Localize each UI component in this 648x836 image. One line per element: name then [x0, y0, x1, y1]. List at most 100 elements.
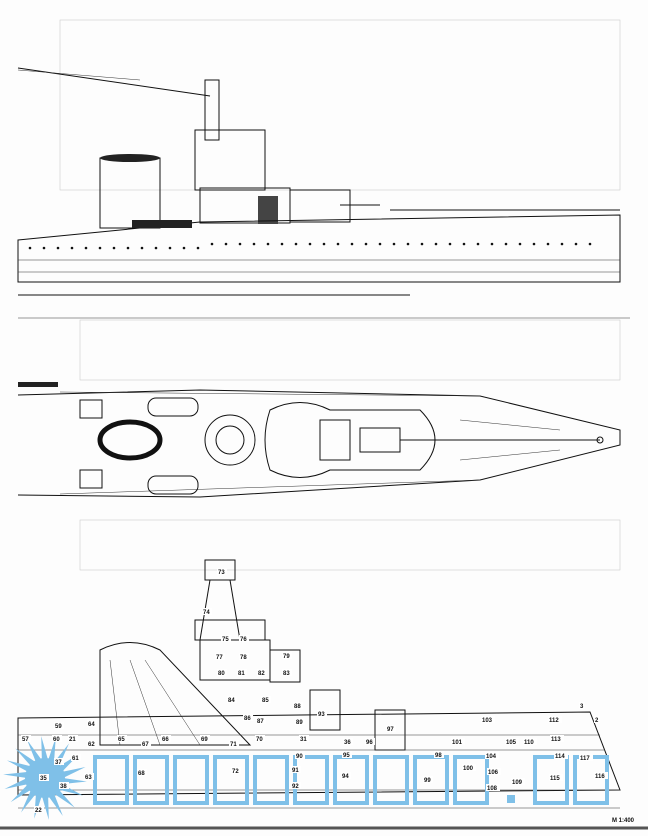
compartment-label: 98 — [435, 753, 442, 759]
cutaway-view — [0, 559, 648, 830]
porthole — [182, 246, 186, 250]
label-backing — [255, 735, 265, 742]
funnel-plan — [97, 419, 163, 461]
compartment-label: 87 — [257, 719, 264, 725]
label-backing — [317, 710, 327, 717]
compartment-label: 94 — [342, 774, 349, 780]
label-backing — [505, 738, 519, 745]
porthole — [154, 246, 158, 250]
label-backing — [34, 806, 44, 813]
label-backing — [217, 568, 227, 575]
label-backing — [117, 735, 127, 742]
compartment-label: 75 — [222, 637, 229, 643]
label-backing — [200, 735, 210, 742]
label-backing — [21, 735, 31, 742]
label-backing — [282, 669, 292, 676]
compartment-label: 117 — [580, 756, 590, 762]
porthole — [308, 242, 312, 246]
compartment-label: 112 — [549, 718, 559, 724]
label-backing — [141, 740, 151, 747]
porthole — [588, 242, 592, 246]
compartment-label: 79 — [283, 654, 290, 660]
porthole — [84, 246, 88, 250]
plan-view — [17, 382, 621, 498]
compartment-label: 72 — [232, 769, 239, 775]
label-backing — [486, 784, 500, 791]
porthole — [350, 242, 354, 246]
label-backing — [487, 768, 501, 775]
watermark-letter — [533, 755, 569, 805]
compartment-label: 108 — [487, 786, 498, 792]
porthole — [56, 246, 60, 250]
porthole — [462, 242, 466, 246]
label-backing — [511, 778, 525, 785]
side-profile-view — [17, 67, 630, 319]
label-backing — [343, 738, 353, 745]
compartment-label: 22 — [35, 808, 42, 814]
porthole — [574, 242, 578, 246]
porthole — [378, 242, 382, 246]
label-backing — [554, 752, 568, 759]
label-backing — [87, 720, 97, 727]
porthole — [546, 242, 550, 246]
watermark-letter — [93, 755, 129, 805]
watermark-letter — [413, 755, 449, 805]
label-backing — [365, 738, 375, 745]
label-backing — [227, 696, 237, 703]
label-backing — [594, 772, 608, 779]
label-backing — [295, 718, 305, 725]
label-backing — [256, 717, 266, 724]
compartment-label: 78 — [240, 655, 247, 661]
label-backing — [579, 754, 593, 761]
compartment-label: 91 — [292, 768, 299, 774]
label-backing — [485, 752, 499, 759]
compartment-label: 37 — [55, 760, 62, 766]
porthole — [504, 242, 508, 246]
compartment-label: 70 — [256, 737, 263, 743]
compartment-label: 106 — [488, 770, 499, 776]
label-backing — [215, 653, 225, 660]
compartment-label: 64 — [88, 722, 95, 728]
label-backing — [291, 766, 301, 773]
label-backing — [434, 751, 444, 758]
compartment-label: 86 — [244, 716, 251, 722]
compartment-label: 84 — [228, 698, 235, 704]
compartment-label: 85 — [262, 698, 269, 704]
label-backing — [239, 635, 249, 642]
porthole — [532, 242, 536, 246]
compartment-label: 105 — [506, 740, 517, 746]
label-backing — [293, 702, 303, 709]
porthole — [336, 242, 340, 246]
compartment-label: 100 — [463, 766, 474, 772]
watermark-letter — [507, 795, 515, 803]
porthole — [560, 242, 564, 246]
deck-outline — [17, 389, 621, 498]
label-backing — [39, 774, 49, 781]
compartment-label: 59 — [55, 724, 62, 730]
label-backing — [386, 725, 396, 732]
label-backing — [261, 696, 271, 703]
label-backing — [221, 635, 231, 642]
compartment-label: 103 — [482, 718, 493, 724]
watermark-letter — [213, 755, 249, 805]
compartment-label: 96 — [366, 740, 373, 746]
compartment-label: 60 — [53, 737, 60, 743]
compartment-label: 21 — [69, 737, 76, 743]
porthole — [434, 242, 438, 246]
watermark-letter — [453, 755, 489, 805]
label-backing — [54, 758, 64, 765]
compartment-label: 2 — [595, 718, 599, 724]
compartment-label: 93 — [318, 712, 325, 718]
label-backing — [423, 776, 433, 783]
watermark-letter — [133, 755, 169, 805]
compartment-label: 104 — [486, 754, 497, 760]
label-backing — [282, 652, 292, 659]
label-backing — [342, 751, 352, 758]
compartment-label: 31 — [300, 737, 307, 743]
label-backing — [548, 716, 562, 723]
porthole — [42, 246, 46, 250]
compartment-label: 89 — [296, 720, 303, 726]
watermark-letter — [373, 755, 409, 805]
label-backing — [137, 769, 147, 776]
